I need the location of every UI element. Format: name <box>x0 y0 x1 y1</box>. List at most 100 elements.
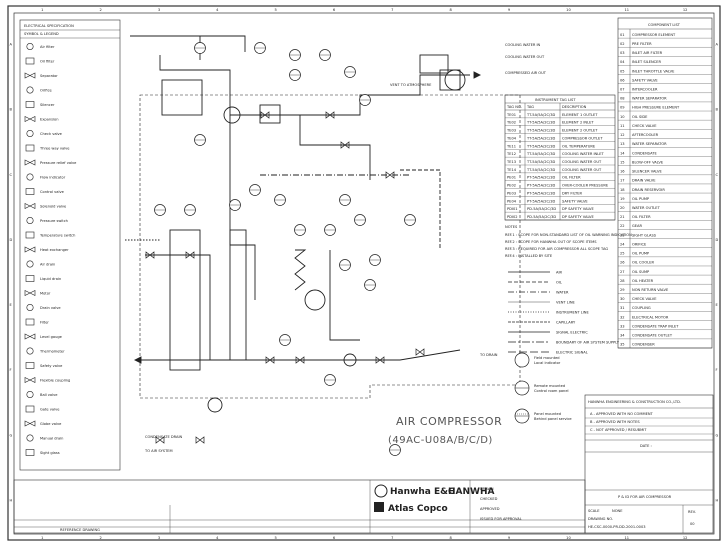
valve-icon <box>375 356 385 364</box>
legend-entry: Sight glass <box>25 449 60 456</box>
grid-col-label: 11 <box>625 8 630 12</box>
component-number: 11 <box>620 124 625 128</box>
line-style-label: CAPILLARY <box>556 321 576 325</box>
instrument-bubble <box>354 214 366 226</box>
drain-trap <box>343 353 357 367</box>
silencer <box>439 69 461 91</box>
instrument-description: SAFETY VALVE <box>562 199 588 203</box>
legend-entry: Gate valve <box>25 405 60 413</box>
legend-top-title: ELECTRICAL SPECIFICATION <box>24 24 74 28</box>
component-number: 05 <box>620 69 625 73</box>
grid-row-label: A <box>716 43 719 47</box>
scale-label: SCALE <box>588 509 600 513</box>
instrument-tag-no: TE12 <box>506 152 516 156</box>
component-name: CONDENSATE OUTLET <box>632 334 673 338</box>
instrument-list-title: INSTRUMENT TAG LIST <box>535 98 576 102</box>
component-number: 20 <box>620 206 625 210</box>
legend-entry: Globe valve <box>24 420 62 427</box>
legend-symbol-icon <box>24 72 36 79</box>
drain-arrow <box>133 356 142 364</box>
legend-entry: Drain valve <box>26 303 61 311</box>
note-line: REF.3 : REQUIRED FOR AIR COMPRESSOR ALL … <box>505 247 608 251</box>
legend-symbol-icon <box>26 303 34 311</box>
component-name: ELECTRICAL MOTOR <box>632 315 669 319</box>
grid-col-label: 4 <box>216 8 219 12</box>
oil-supply-line <box>145 254 240 361</box>
instrument-bubble <box>339 194 351 206</box>
hanwha-logo-text: Hanwha E&C <box>390 487 455 497</box>
legend-symbol-icon <box>24 159 36 166</box>
instrument-tag: TT-5A/5A/2C/3D <box>526 129 555 133</box>
instrument-tag: PT-5A/5A/2C/3D <box>527 191 556 195</box>
instrument-tag: PT-5A/5A/2C/3D <box>527 184 556 188</box>
instrument-description: OVER-COOLER PRESSURE <box>562 184 609 188</box>
grid-row-label: B <box>10 108 13 112</box>
instrument-bubble <box>194 134 206 146</box>
grid-row-label: E <box>716 303 719 307</box>
component-name: WATER SEPARATOR <box>632 142 667 146</box>
instrument-bubble <box>324 374 336 386</box>
component-number: 09 <box>620 106 625 110</box>
legend-entry: Three way valve <box>25 144 70 152</box>
legend-symbol-icon <box>25 362 35 369</box>
instrument-bubble <box>229 199 241 211</box>
grid-col-label: 6 <box>333 8 336 12</box>
company-name: HANWHA ENGINEERING & CONSTRUCTION CO.,LT… <box>588 400 681 404</box>
legend-entry: Pressure switch <box>26 217 68 225</box>
line-style-label: INSTRUMENT LINE <box>556 311 589 315</box>
instrument-description: ELEMENT 2 INLET <box>562 121 594 125</box>
component-number: 01 <box>620 33 625 37</box>
instrument-tag-no: PE03 <box>507 191 516 195</box>
component-number: 08 <box>620 97 625 101</box>
approval-status-row: A - APPROVED WITH NO COMMENT <box>590 412 654 416</box>
instrument-bubble <box>184 204 196 216</box>
grid-col-label: 5 <box>275 8 277 12</box>
legend-symbol-icon <box>24 203 36 209</box>
legend-symbol-icon <box>25 449 35 456</box>
instrument-bubble <box>274 194 286 206</box>
line-style-label: AIR <box>556 271 563 275</box>
legend-symbol-icon <box>25 318 35 326</box>
legend-label: Temperature switch <box>39 234 75 238</box>
instrument-bubbles <box>154 42 416 456</box>
legend-label: Three way valve <box>39 147 70 151</box>
drawing-title-model: (49AC-U08A/B/C/D) <box>388 435 493 446</box>
indicator-legend-label: Field mounted <box>534 356 560 360</box>
component-name: OIL SUMP <box>632 270 650 274</box>
component-name: SAFETY VALVE <box>632 78 658 82</box>
legend-entry: Flexible coupling <box>24 377 70 383</box>
legend-entry: Safety valve <box>25 362 63 369</box>
grid-col-label: 7 <box>391 8 393 12</box>
instrument-description: DP SAFETY VALVE <box>562 207 595 211</box>
legend-label: Sight glass <box>40 451 60 455</box>
legend-label: Control valve <box>40 190 65 194</box>
instrument-tag: TT-5A/5A/2C/3D <box>526 113 555 117</box>
drawing-title-main: AIR COMPRESSOR <box>396 415 502 428</box>
component-number: 23 <box>620 233 625 237</box>
component-number: 33 <box>620 324 625 328</box>
process-flow <box>125 35 521 456</box>
legend-symbol-icon <box>25 144 35 152</box>
notes-block: NOTES REF.1 : SCOPE FOR NON-STANDARD LIS… <box>505 225 632 258</box>
instrument-description: OIL TEMPERATURE <box>562 144 596 148</box>
component-number: 24 <box>620 242 625 246</box>
instrument-tag-no: TE01 <box>506 113 516 117</box>
contractor-logo-text: HANWHA <box>448 487 494 497</box>
indicator-legend-sublabel: Control room panel <box>534 389 569 393</box>
legend-label: Pressure switch <box>40 219 68 223</box>
drawing-title: P & ID FOR AIR COMPRESSOR <box>618 495 672 499</box>
callout-to-system: TO AIR SYSTEM <box>144 449 173 453</box>
grid-col-label: 4 <box>216 536 219 540</box>
compressor-element-1 <box>161 79 203 116</box>
legend-symbol-icon <box>26 42 34 50</box>
callout-to-drain: TO DRAIN <box>479 353 498 357</box>
legend-column-title: SYMBOL & LEGEND <box>24 32 59 36</box>
legend-entry: Separator <box>24 72 58 79</box>
instrument-tag-no: PDI01 <box>507 207 518 211</box>
legend-entry: Oil filter <box>25 57 55 65</box>
aftercooler-vessel <box>229 229 247 361</box>
